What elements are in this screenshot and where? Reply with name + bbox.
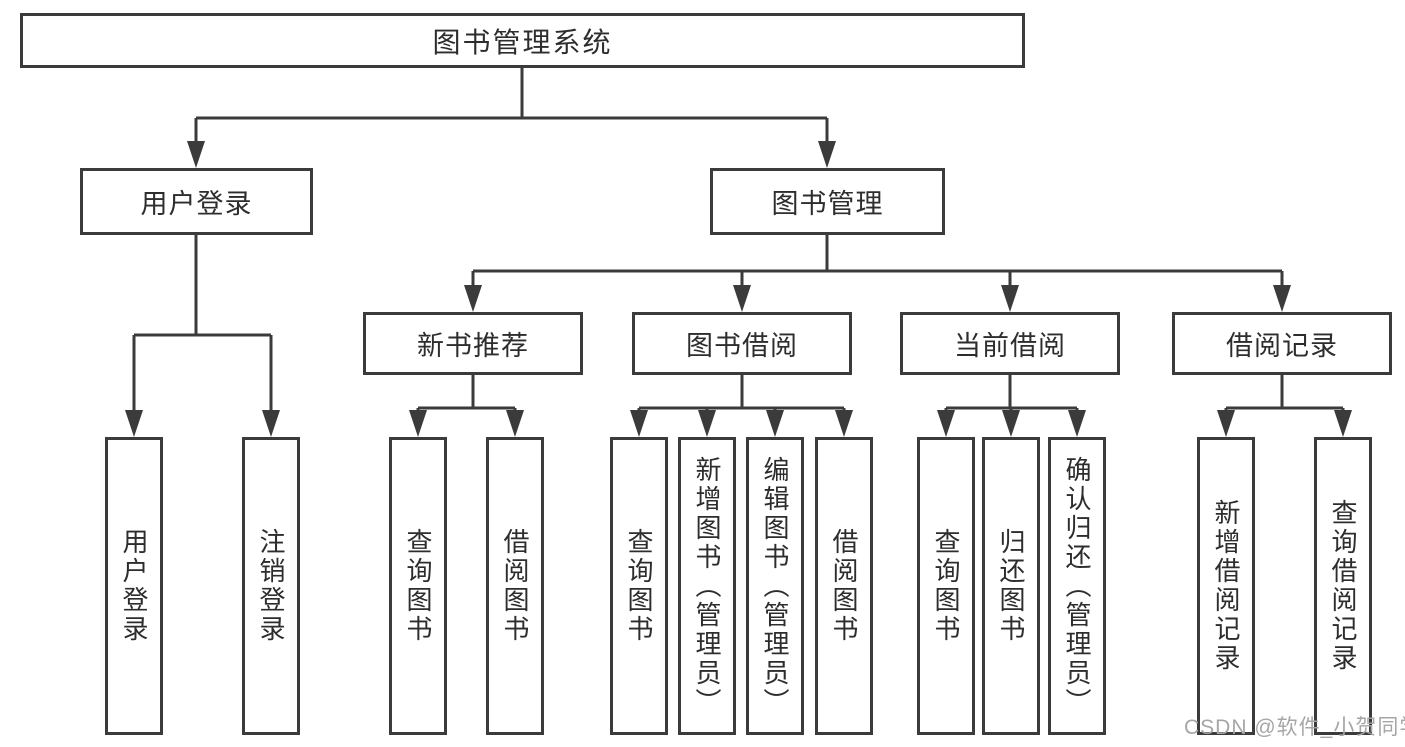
leaf-user-login: 用户登录 [105, 437, 163, 735]
arrowhead-icon [464, 285, 482, 312]
leaf-edit-book-admin: 编辑图书（管理员） [746, 437, 804, 735]
arrowhead-icon [1001, 285, 1019, 312]
node-new-book-recommendation: 新书推荐 [363, 312, 583, 375]
arrowhead-icon [125, 410, 143, 437]
leaf-query-books-current: 查询图书 [917, 437, 975, 735]
node-borrowing-records: 借阅记录 [1172, 312, 1392, 375]
node-current-borrowing: 当前借阅 [900, 312, 1120, 375]
arrowhead-icon [937, 410, 955, 437]
node-book-borrowing: 图书借阅 [632, 312, 852, 375]
arrowhead-icon [1217, 410, 1235, 437]
node-book-management: 图书管理 [710, 168, 945, 235]
arrowhead-icon [262, 410, 280, 437]
arrowhead-icon [1002, 410, 1020, 437]
leaf-borrow-books-recommend: 借阅图书 [486, 437, 544, 735]
arrowhead-icon [766, 410, 784, 437]
arrowhead-icon [187, 141, 205, 168]
leaf-query-books-borrow: 查询图书 [610, 437, 668, 735]
leaf-add-borrowing-record: 新增借阅记录 [1197, 437, 1255, 735]
leaf-logout: 注销登录 [242, 437, 300, 735]
arrowhead-icon [1273, 285, 1291, 312]
leaf-query-borrowing-record: 查询借阅记录 [1314, 437, 1372, 735]
arrowhead-icon [630, 410, 648, 437]
arrowhead-icon [1068, 410, 1086, 437]
csdn-watermark: CSDN @软件_小贺同学 [1184, 716, 1405, 739]
arrowhead-icon [835, 410, 853, 437]
leaf-confirm-return-admin: 确认归还（管理员） [1048, 437, 1106, 735]
arrowhead-icon [1334, 410, 1352, 437]
leaf-borrow-books: 借阅图书 [815, 437, 873, 735]
leaf-return-book: 归还图书 [982, 437, 1040, 735]
leaf-add-book-admin: 新增图书（管理员） [678, 437, 736, 735]
node-library-management-system: 图书管理系统 [20, 13, 1025, 68]
arrowhead-icon [733, 285, 751, 312]
node-user-login: 用户登录 [80, 168, 313, 235]
arrowhead-icon [818, 141, 836, 168]
arrowhead-icon [506, 410, 524, 437]
arrowhead-icon [409, 410, 427, 437]
arrowhead-icon [698, 410, 716, 437]
leaf-query-books-recommend: 查询图书 [389, 437, 447, 735]
